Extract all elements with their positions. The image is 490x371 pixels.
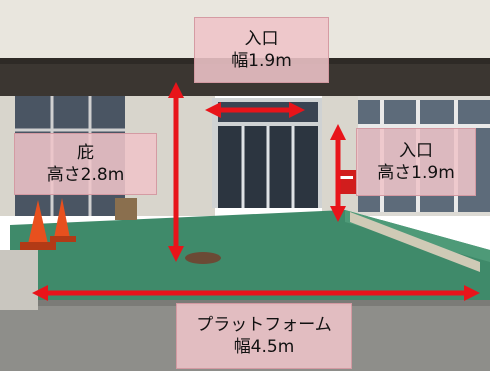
platform-curb — [350, 212, 480, 272]
entrance-width-value: 幅1.9m — [231, 51, 292, 71]
manhole-icon — [185, 252, 221, 264]
platform — [10, 210, 490, 300]
platform-value: 幅4.5m — [233, 337, 295, 357]
right-entrance-value: 高さ1.9m — [377, 163, 455, 183]
traffic-cone-icon — [54, 198, 70, 238]
traffic-cone-icon — [28, 200, 48, 244]
eave-height-value: 高さ2.8m — [46, 165, 125, 185]
right-entrance-title: 入口 — [399, 141, 433, 161]
entrance-width-label: 入口 幅1.9m — [194, 17, 329, 83]
platform-title: プラットフォーム — [196, 315, 332, 335]
eave-height-title: 庇 — [77, 143, 94, 163]
eave-height-label: 庇 高さ2.8m — [14, 133, 157, 195]
right-entrance-height-label: 入口 高さ1.9m — [356, 128, 476, 196]
entrance-width-title: 入口 — [244, 29, 279, 49]
platform-width-label: プラットフォーム 幅4.5m — [176, 303, 352, 369]
